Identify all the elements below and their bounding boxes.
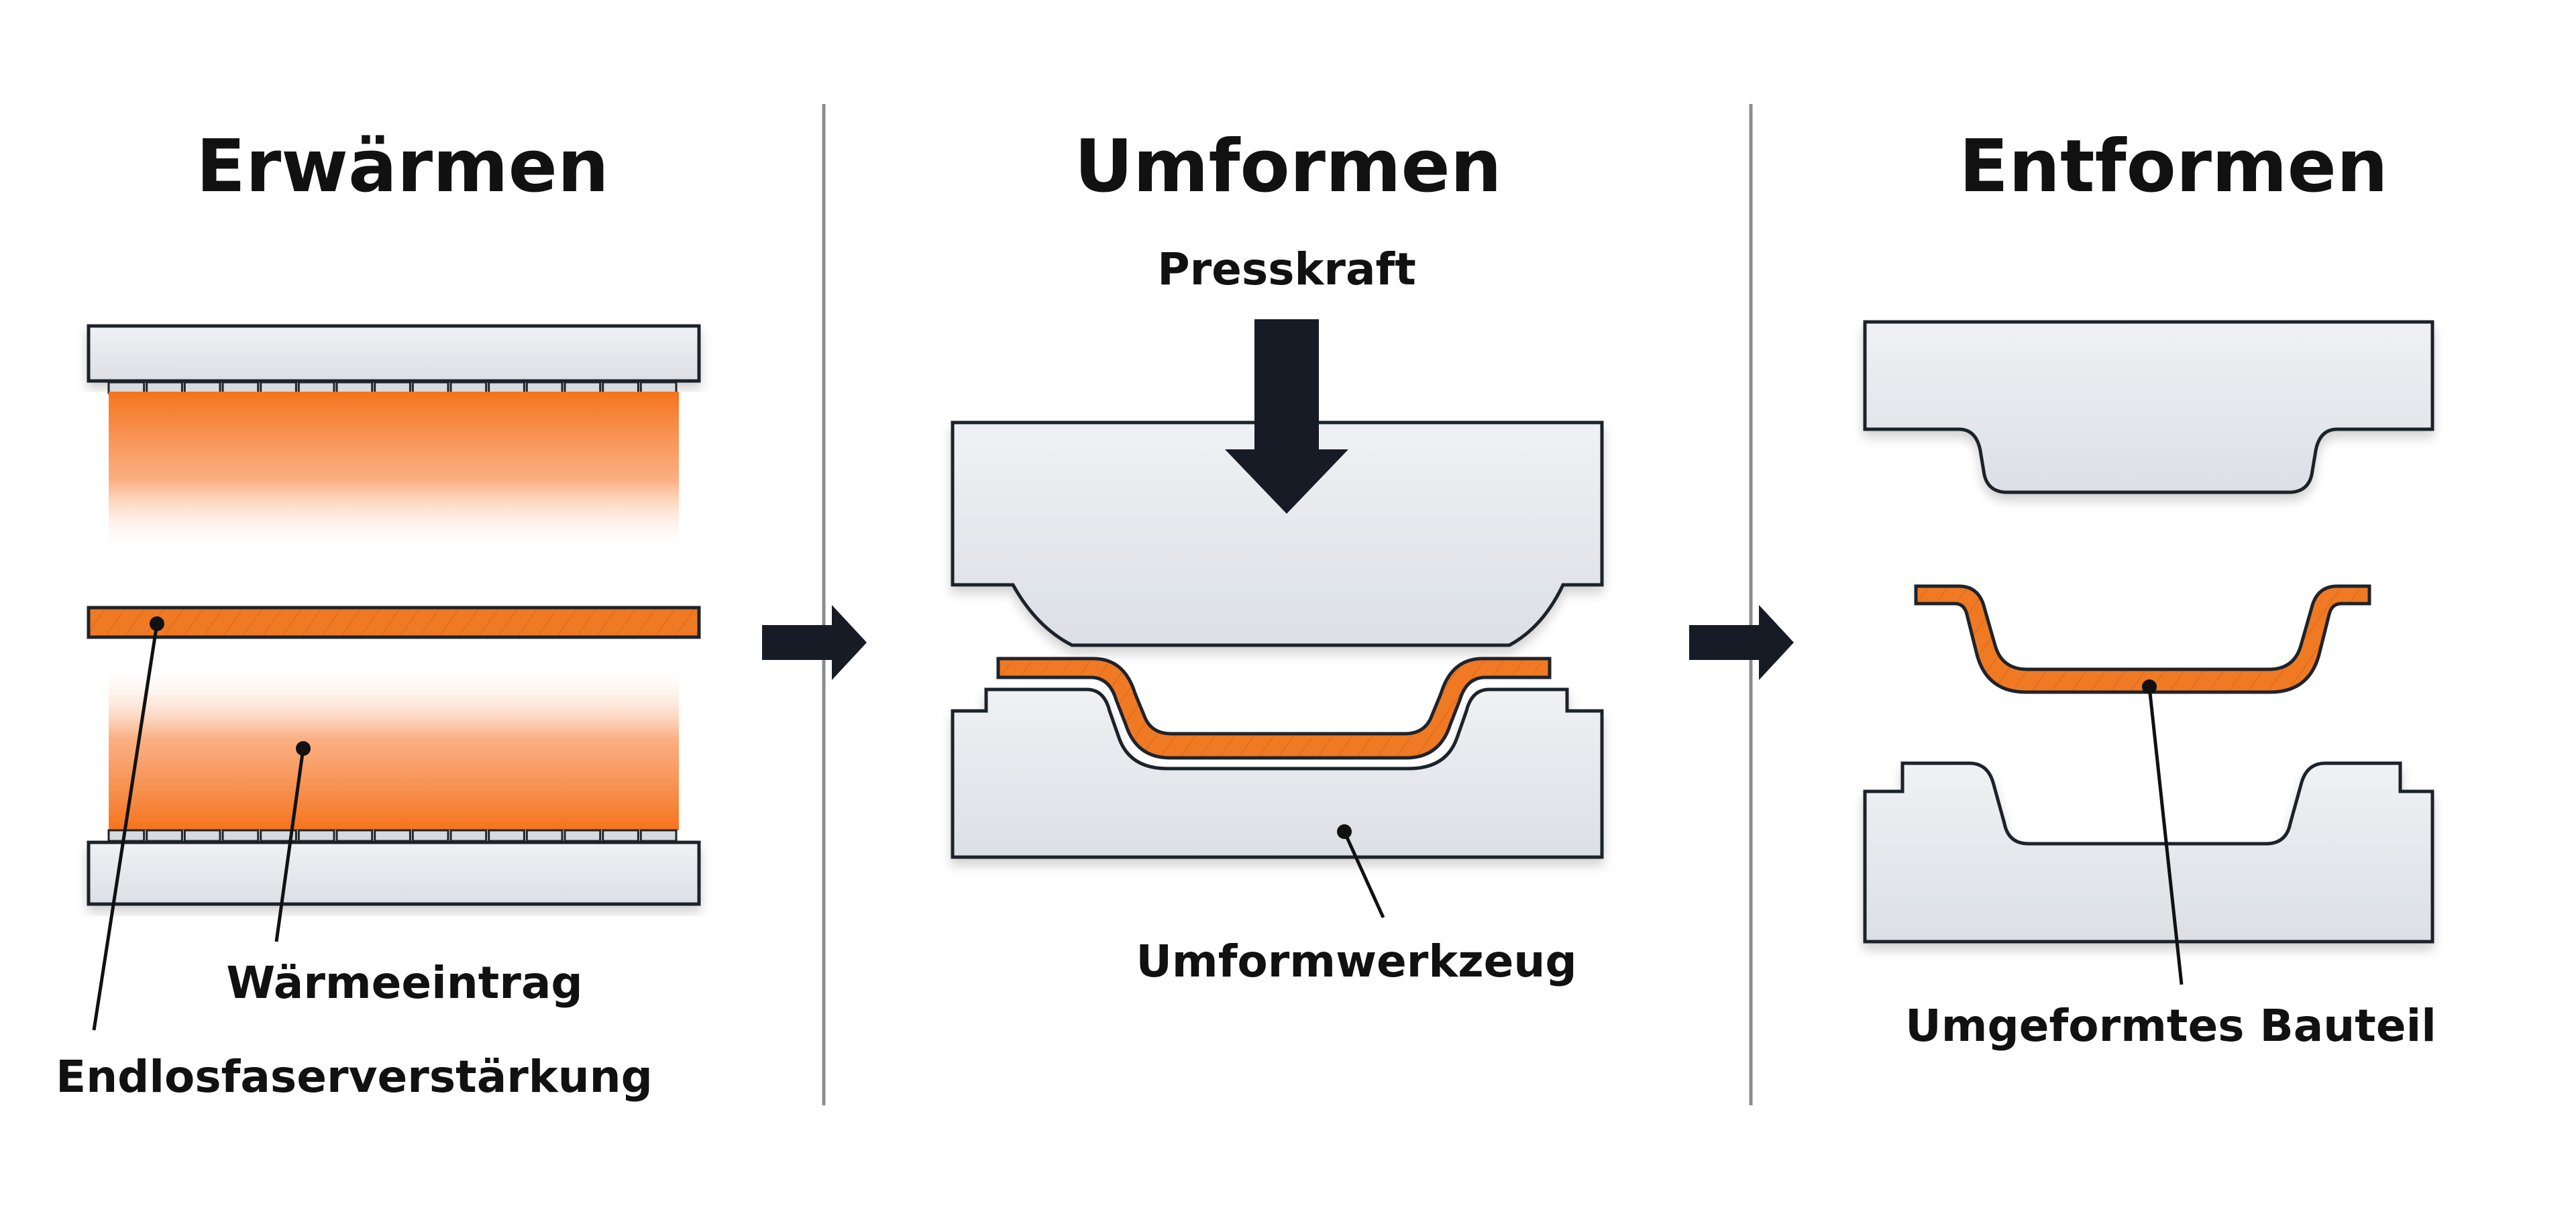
heat-glow-top [109, 392, 679, 553]
heating-station: Wärmeeintrag Endlosfaserverstärkung [56, 324, 701, 1103]
heating-element-segment [488, 381, 525, 394]
demold-tool-lower [1863, 761, 2434, 944]
label-fiber-reinforcement: Endlosfaserverstärkung [56, 1051, 653, 1103]
demold-tool-upper [1863, 320, 2434, 494]
forming-tool-upper [951, 421, 1604, 647]
heating-element-segment [639, 829, 678, 842]
heating-element-segment [639, 381, 678, 394]
leader-dot-heat [296, 741, 311, 756]
heating-element-segment [221, 381, 260, 394]
heating-elements-bottom [107, 829, 678, 842]
heating-element-segment [297, 381, 335, 394]
right-arrow-icon [762, 605, 867, 680]
heating-element-segment [183, 829, 221, 842]
label-formed-part: Umgeformtes Bauteil [1905, 1000, 2436, 1052]
heating-element-segment [335, 829, 374, 842]
heating-element-segment [146, 381, 183, 394]
right-arrow-icon [1689, 605, 1794, 680]
heating-element-segment [107, 381, 146, 394]
heating-element-segment [564, 829, 602, 842]
heating-element-segment [183, 381, 221, 394]
heating-element-segment [602, 829, 639, 842]
heating-element-segment [602, 381, 639, 394]
leader-line-tool [1342, 830, 1385, 919]
heating-element-segment [146, 829, 183, 842]
heating-element-segment [374, 829, 411, 842]
heating-element-segment [411, 381, 449, 394]
heating-element-segment [411, 829, 449, 842]
step-title-demolding: Entformen [1959, 125, 2387, 209]
heating-element-segment [449, 829, 488, 842]
demolding-station: Umgeformtes Bauteil [1863, 320, 2436, 1052]
leader-dot-part [2142, 679, 2157, 694]
heating-element-segment [374, 381, 411, 394]
formed-composite [996, 657, 1552, 760]
step-title-heating: Erwärmen [196, 125, 609, 209]
heating-element-segment [525, 381, 564, 394]
label-heat-input: Wärmeeintrag [226, 957, 582, 1009]
forming-station: Presskraft Umformwerkzeug [951, 243, 1604, 987]
heating-element-segment [525, 829, 564, 842]
leader-dot-fiber [150, 616, 164, 631]
forming-tool-lower [951, 687, 1604, 859]
label-press-force: Presskraft [1157, 243, 1416, 295]
step-title-forming: Umformen [1074, 125, 1501, 209]
leader-line-heat [274, 748, 305, 942]
heating-element-segment [564, 381, 602, 394]
heating-element-segment [449, 381, 488, 394]
formed-part [1914, 584, 2371, 694]
heating-element-segment [221, 829, 260, 842]
leader-line-fiber [92, 623, 159, 1031]
heater-plate-bottom [87, 840, 701, 906]
heating-elements-top [107, 381, 678, 394]
composite-sheet [87, 606, 701, 639]
heating-element-segment [297, 829, 335, 842]
down-arrow-icon [1225, 319, 1348, 514]
heating-element-segment [335, 381, 374, 394]
heater-plate-top [87, 324, 701, 383]
heating-element-segment [488, 829, 525, 842]
leader-dot-tool [1337, 824, 1352, 839]
label-forming-tool: Umformwerkzeug [1136, 936, 1576, 987]
leader-line-part [2147, 686, 2184, 985]
heating-element-segment [260, 381, 297, 394]
heat-glow-bottom [109, 664, 679, 830]
